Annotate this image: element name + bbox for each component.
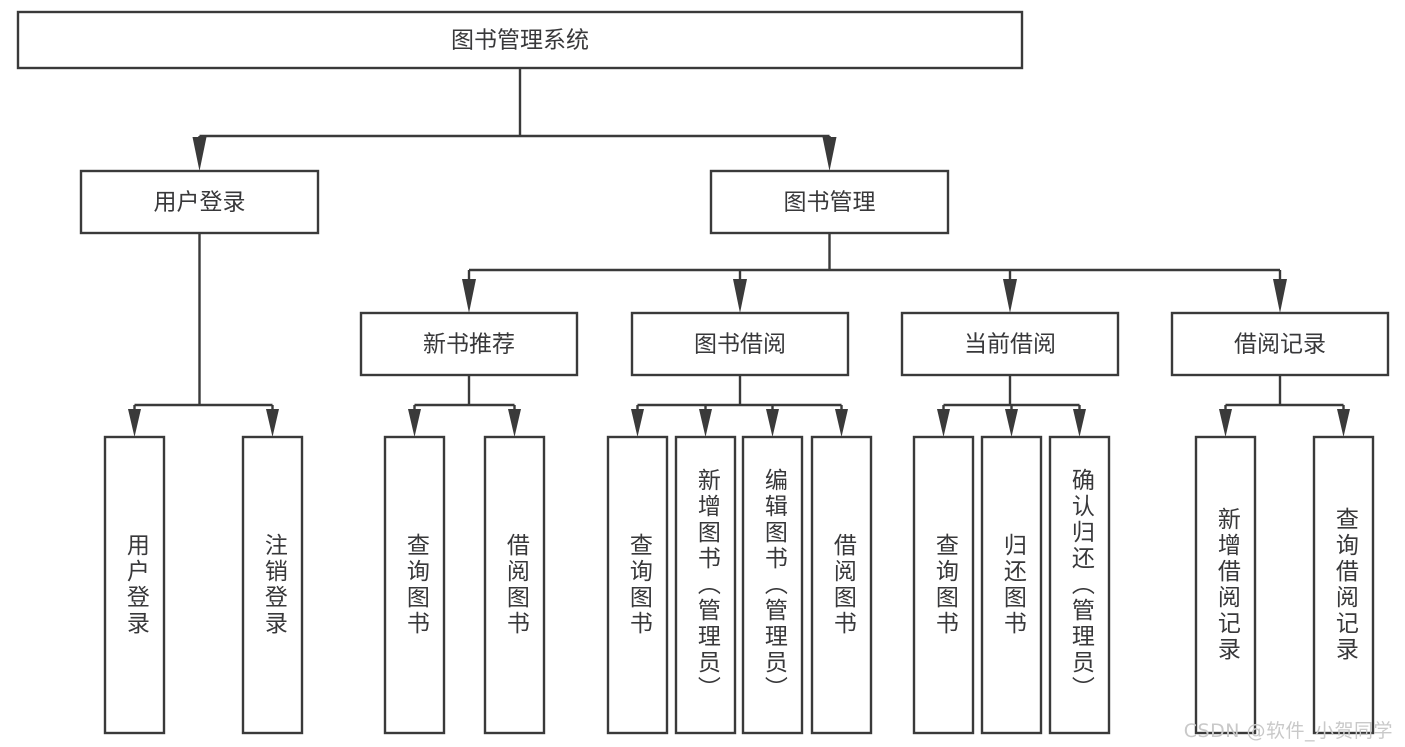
arrow-head-icon — [937, 409, 950, 437]
arrow-head-icon — [462, 279, 476, 313]
arrow-head-icon — [1337, 409, 1350, 437]
leaf-box-leaf-query-book-3[interactable] — [912, 435, 975, 735]
arrow-head-icon — [631, 409, 644, 437]
arrow-head-icon — [192, 137, 207, 171]
arrow-head-icon — [508, 409, 521, 437]
arrow-head-icon — [1219, 409, 1232, 437]
arrow-head-icon — [408, 409, 421, 437]
node-box-root[interactable] — [16, 10, 1024, 70]
node-box-current-borrow[interactable] — [900, 311, 1120, 377]
arrow-head-icon — [699, 409, 712, 437]
arrow-head-icon — [1273, 279, 1287, 313]
node-label-book-borrow: 图书借阅 — [694, 332, 786, 358]
arrow-head-icon — [1073, 409, 1086, 437]
leaf-box-leaf-borrow-book-2[interactable] — [810, 435, 873, 735]
arrow-head-icon — [128, 409, 141, 437]
leaf-box-leaf-user-login[interactable] — [103, 435, 166, 735]
leaf-box-leaf-query-book-2[interactable] — [606, 435, 669, 735]
leaf-box-leaf-query-record[interactable] — [1312, 435, 1375, 735]
node-box-user-login[interactable] — [79, 169, 320, 235]
leaf-box-leaf-return-book[interactable] — [980, 435, 1043, 735]
node-box-new-book-recommend[interactable] — [359, 311, 579, 377]
leaf-box-leaf-query-book-1[interactable] — [383, 435, 446, 735]
arrow-head-icon — [835, 409, 848, 437]
node-label-borrow-record: 借阅记录 — [1234, 332, 1326, 358]
arrow-head-icon — [733, 279, 747, 313]
arrow-head-icon — [822, 137, 837, 171]
leaf-box-leaf-user-logout[interactable] — [241, 435, 304, 735]
leaf-box-leaf-add-record[interactable] — [1194, 435, 1257, 735]
node-label-book-manage: 图书管理 — [784, 190, 876, 216]
watermark-text: CSDN @软件_小贺同学 — [1183, 720, 1393, 742]
node-label-user-login: 用户登录 — [154, 190, 246, 216]
arrow-head-icon — [766, 409, 779, 437]
leaf-box-leaf-borrow-book-1[interactable] — [483, 435, 546, 735]
arrow-head-icon — [1003, 279, 1017, 313]
node-label-root: 图书管理系统 — [451, 28, 589, 54]
arrow-head-icon — [1005, 409, 1018, 437]
node-label-new-book-recommend: 新书推荐 — [423, 332, 515, 358]
node-label-current-borrow: 当前借阅 — [964, 332, 1056, 358]
leaf-box-leaf-add-book[interactable] — [674, 435, 737, 735]
leaf-box-leaf-confirm-return[interactable] — [1048, 435, 1111, 735]
arrow-head-icon — [266, 409, 279, 437]
leaf-box-leaf-edit-book[interactable] — [741, 435, 804, 735]
